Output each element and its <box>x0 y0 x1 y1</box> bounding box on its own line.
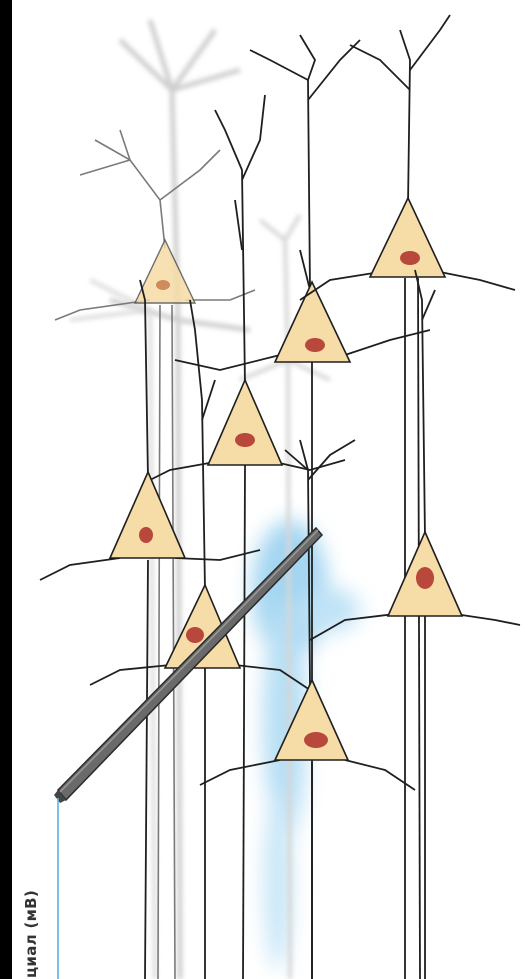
pyramidal-neuron <box>175 35 430 979</box>
pyramidal-neuron <box>300 15 515 979</box>
axis-label: циал (мВ) <box>22 890 40 978</box>
faded-neuron-left <box>70 280 155 979</box>
pyramidal-neuron <box>200 440 415 979</box>
faded-neuron-top <box>110 20 250 979</box>
